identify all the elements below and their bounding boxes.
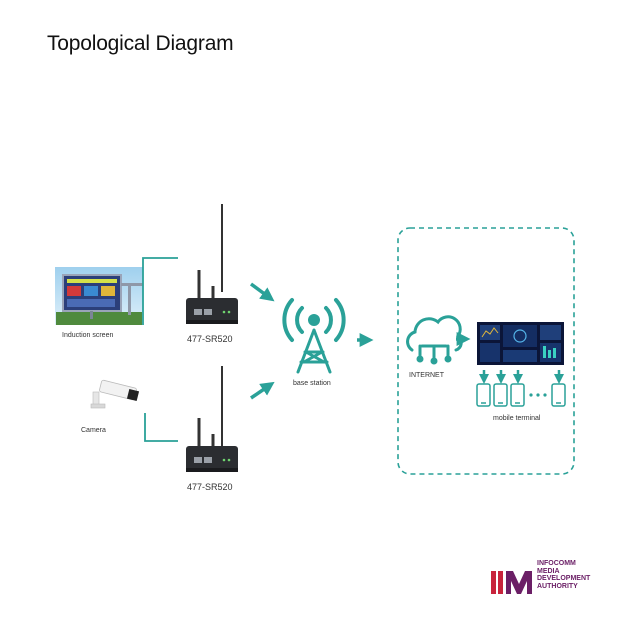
imda-logo-line: MEDIA [537, 567, 560, 575]
connector-lines [142, 257, 178, 442]
camera-image [90, 379, 140, 409]
phone-icon [551, 383, 566, 407]
induction-screen-label: Induction screen [62, 332, 113, 339]
phone-icon [510, 383, 525, 407]
cloud-icon [406, 315, 463, 365]
base-station-label: base station [293, 380, 331, 387]
internet-region-border [397, 227, 575, 475]
arrow-bottom-to-base [250, 381, 275, 400]
router-bottom-label: 477-SR520 [187, 482, 233, 492]
base-station-icon [282, 298, 346, 374]
mobile-terminal-icons [476, 383, 566, 407]
internet-label: INTERNET [409, 372, 445, 379]
dashboard-image [477, 322, 564, 365]
phone-icon [493, 383, 508, 407]
router-top-label: 477-SR520 [187, 334, 233, 344]
phone-icon [476, 383, 491, 407]
imda-logo-line: AUTHORITY [537, 582, 578, 590]
router-bottom [186, 366, 238, 472]
imda-logo-line: DEVELOPMENT [537, 575, 591, 582]
induction-screen-image [55, 267, 143, 325]
imda-logo-mark [491, 571, 532, 594]
screen-router-line [142, 257, 178, 325]
router-top [186, 204, 238, 324]
page-title: Topological Diagram [47, 32, 234, 55]
camera-label: Camera [81, 427, 106, 434]
mobile-terminal-label: mobile terminal [493, 415, 541, 422]
imda-logo-line: INFOCOMM [537, 560, 576, 567]
arrow-top-to-base [249, 282, 275, 302]
camera-router-line [144, 413, 178, 442]
down-arrows [479, 370, 564, 384]
imda-logo-text: INFOCOMM MEDIA DEVELOPMENT AUTHORITY [537, 560, 590, 590]
ellipsis-dots [529, 393, 547, 397]
